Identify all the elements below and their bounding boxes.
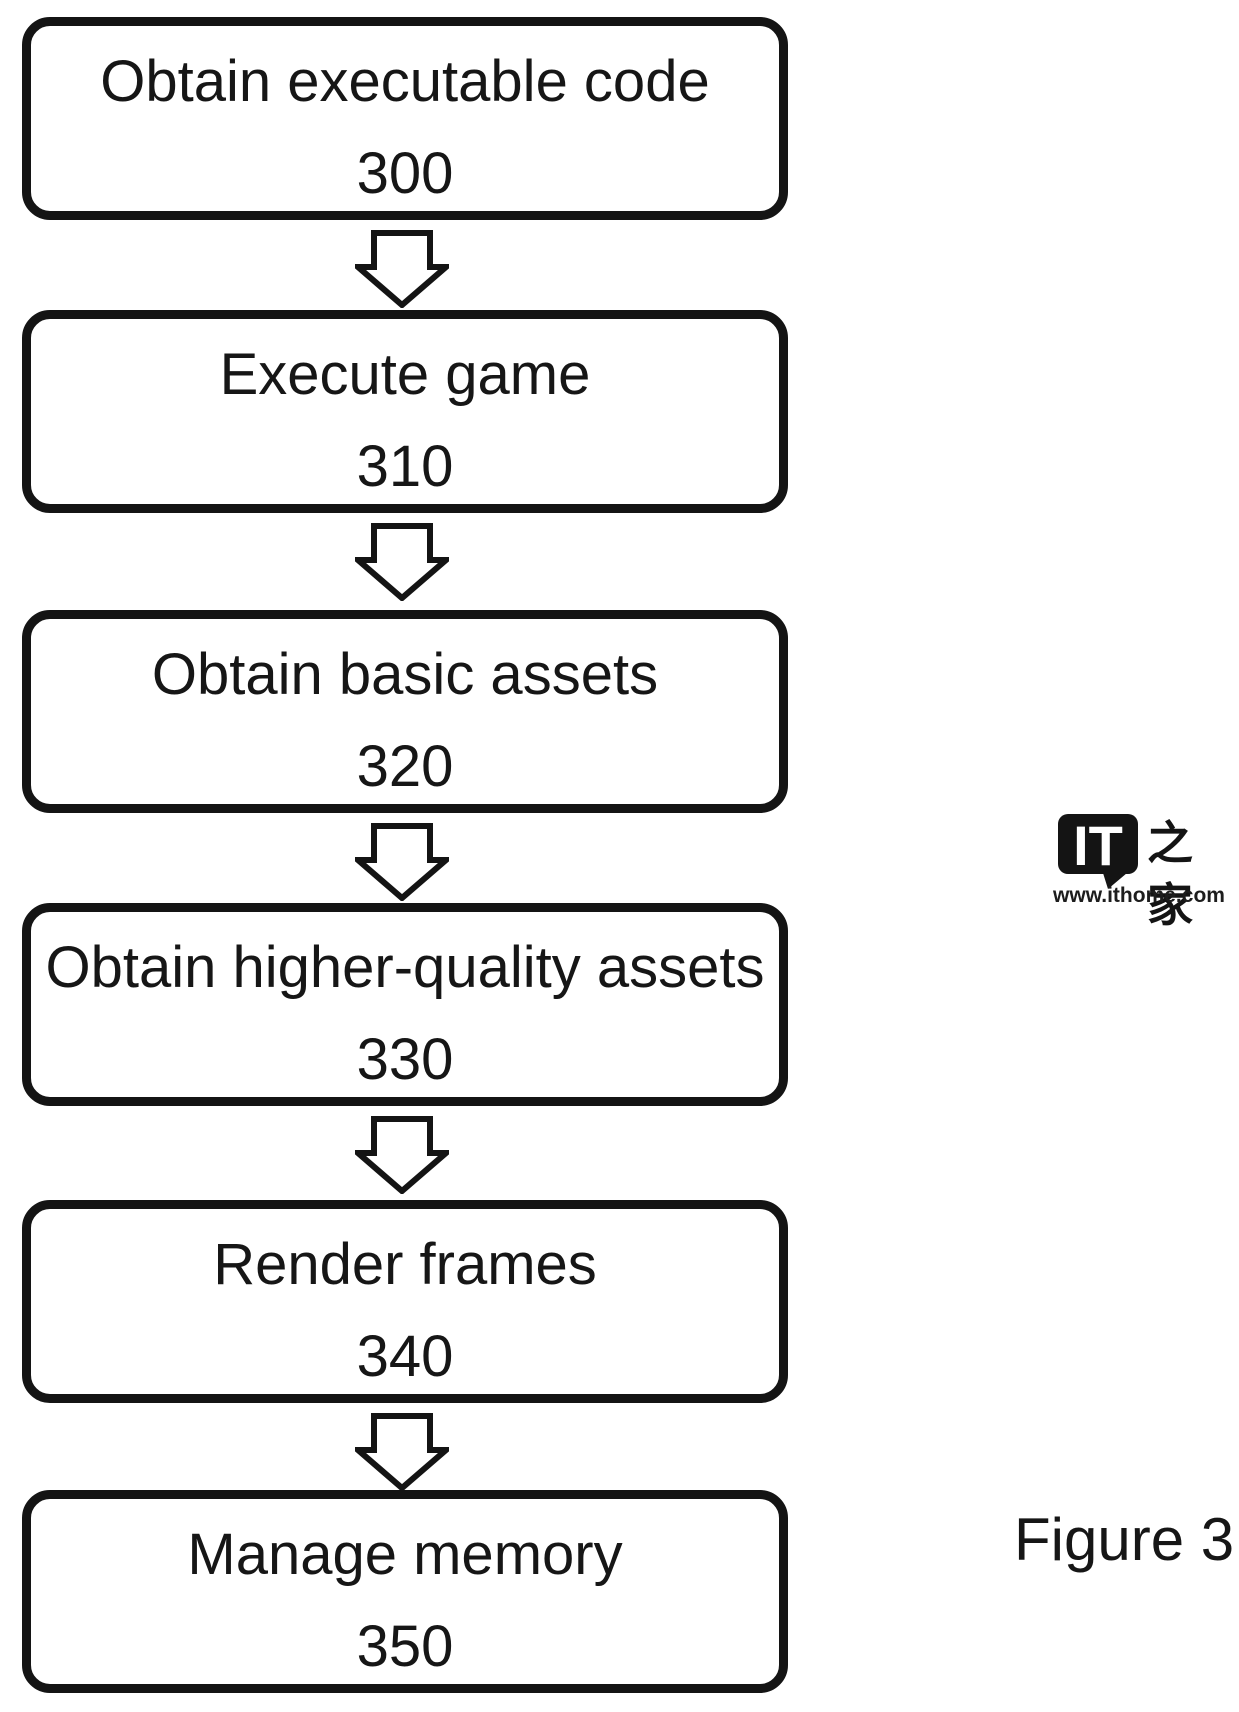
step-label: Execute game bbox=[219, 342, 591, 407]
ithome-speech-bubble-icon: IT bbox=[1058, 814, 1138, 889]
down-arrow-icon bbox=[355, 523, 449, 601]
flow-step-330: Obtain higher-quality assets 330 bbox=[22, 903, 788, 1106]
flow-step-340: Render frames 340 bbox=[22, 1200, 788, 1403]
step-number: 330 bbox=[356, 1027, 454, 1092]
flow-step-310: Execute game 310 bbox=[22, 310, 788, 513]
step-number: 310 bbox=[356, 434, 454, 499]
step-number: 340 bbox=[356, 1324, 454, 1389]
down-arrow-icon bbox=[355, 823, 449, 901]
step-label: Obtain higher-quality assets bbox=[45, 935, 765, 1000]
ithome-logo-abbr: IT bbox=[1073, 814, 1123, 877]
flow-step-300: Obtain executable code 300 bbox=[22, 17, 788, 220]
figure-caption: Figure 3 bbox=[1014, 1506, 1235, 1573]
step-label: Manage memory bbox=[187, 1522, 623, 1587]
down-arrow-icon bbox=[355, 1413, 449, 1491]
step-number: 300 bbox=[356, 141, 454, 206]
step-label: Obtain basic assets bbox=[151, 642, 659, 707]
ithome-watermark: IT 之家 www.ithome.com bbox=[1053, 810, 1225, 932]
step-number: 320 bbox=[356, 734, 454, 799]
flow-step-320: Obtain basic assets 320 bbox=[22, 610, 788, 813]
step-number: 350 bbox=[356, 1614, 454, 1679]
ithome-logo: IT 之家 bbox=[1053, 810, 1225, 932]
down-arrow-icon bbox=[355, 230, 449, 308]
step-label: Obtain executable code bbox=[100, 49, 710, 114]
flow-step-350: Manage memory 350 bbox=[22, 1490, 788, 1693]
ithome-url: www.ithome.com bbox=[1053, 884, 1225, 907]
down-arrow-icon bbox=[355, 1116, 449, 1194]
step-label: Render frames bbox=[213, 1232, 597, 1297]
ithome-logo-cjk: 之家 bbox=[1147, 816, 1195, 932]
